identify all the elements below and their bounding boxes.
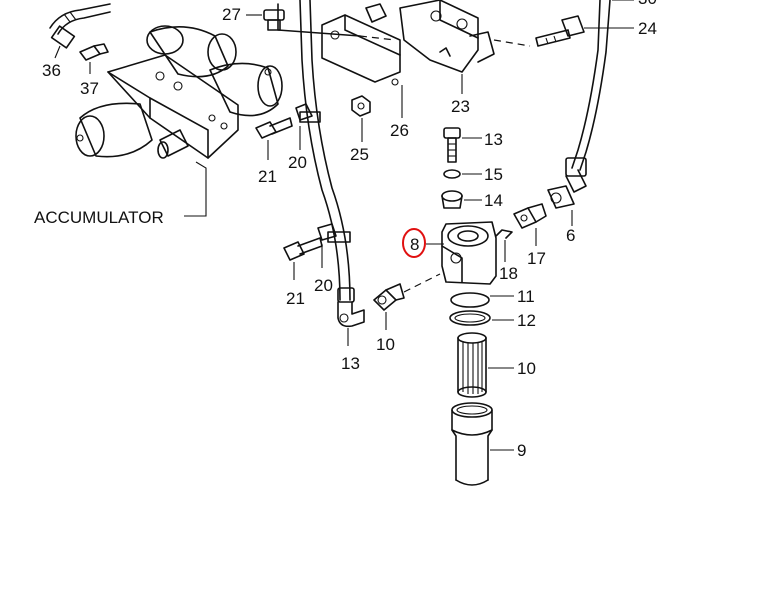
dash-line-24 [493,39,531,47]
label-23: 23 [451,97,470,116]
label-6: 6 [566,226,575,245]
rail-line [277,3,396,41]
valve-23 [365,0,495,73]
bolt-21-upper [255,117,293,139]
hose-36 [49,3,111,49]
label-25: 25 [350,145,369,164]
accumulator-assembly [75,25,283,159]
filter-bowl-9 [451,402,493,486]
label-37: 37 [80,79,99,98]
nut-25 [351,95,371,117]
label-18: 18 [499,264,518,283]
bolt-21-lower [283,237,323,261]
label-14: 14 [484,191,503,210]
label-17: 17 [527,249,546,268]
label-26: 26 [390,121,409,140]
label-15: 15 [484,165,503,184]
bolt-24 [535,15,585,47]
highlight-circle-8 [402,228,426,258]
leader-accumulator [184,161,207,217]
filter-element-10 [457,332,487,398]
dash-line-10 [403,273,441,293]
fitting-17 [513,203,547,229]
label-13a: 13 [484,130,503,149]
plug-14 [441,190,463,209]
oring-11 [450,292,490,308]
label-accumulator: ACCUMULATOR [34,208,164,227]
label-9: 9 [517,441,526,460]
label-27: 27 [222,5,241,24]
washer-15 [443,169,461,179]
label-30: 30 [638,0,657,8]
label-10b: 10 [517,359,536,378]
bolt-13 [443,127,461,163]
label-8: 8 [410,235,419,254]
label-20a: 20 [288,153,307,172]
hose-13-left [299,0,365,328]
clamp-20-upper [295,103,321,123]
clamp-20-lower [317,223,351,243]
bracket-26 [321,14,401,86]
label-11: 11 [517,287,535,306]
label-12: 12 [517,311,536,330]
label-21b: 21 [286,289,305,308]
cap-27 [263,9,285,31]
label-36: 36 [42,61,61,80]
fitting-37 [79,43,109,61]
label-20b: 20 [314,276,333,295]
label-10a: 10 [376,335,395,354]
leader-36 [54,45,61,59]
hose-6 [547,0,611,209]
label-21a: 21 [258,167,277,186]
fitting-10-left [373,283,405,311]
label-13b: 13 [341,354,360,373]
label-24: 24 [638,19,657,38]
oring-12 [449,310,491,326]
filter-head-8 [441,221,513,285]
